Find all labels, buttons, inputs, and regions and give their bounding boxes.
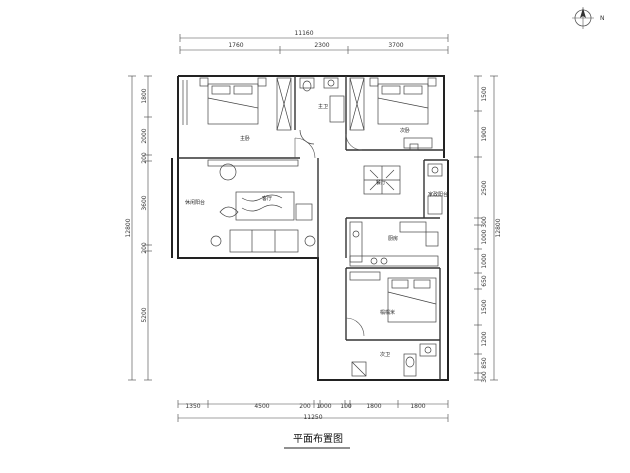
right-segment-dimension: 1000 <box>481 253 488 268</box>
dining-table <box>363 165 401 195</box>
room-label-master-bedroom: 主卧 <box>240 135 250 142</box>
bottom-segment-dimension: 200 <box>299 403 311 410</box>
bunk-room-door <box>345 317 365 337</box>
interior-walls <box>178 76 448 380</box>
living-sofa <box>210 229 316 253</box>
top-segment-dimension: 3700 <box>388 42 403 49</box>
utility-balcony-fixtures <box>427 163 443 215</box>
right-segment-dimension: 1200 <box>481 331 488 346</box>
room-label-second-bedroom: 次卧 <box>400 127 410 134</box>
top-segment-dimension: 1760 <box>228 42 243 49</box>
master-bath-fixtures <box>299 77 345 145</box>
guest-bath-fixtures <box>351 343 437 377</box>
left-segment-dimension: 2000 <box>141 128 148 143</box>
bottom-segment-dimension: 1800 <box>366 403 381 410</box>
bottom-dimension-lines <box>177 400 449 422</box>
room-label-utility-balcony: 家政阳台 <box>428 191 448 198</box>
room-label-kitchen: 厨房 <box>388 235 398 242</box>
bottom-segment-dimension: 1000 <box>316 403 331 410</box>
left-dimension-lines <box>128 75 152 381</box>
room-label-bunk-room: 榻榻米 <box>380 309 395 316</box>
second-bed <box>369 77 437 125</box>
left-segment-dimension: 5200 <box>141 307 148 322</box>
right-segment-dimension: 1500 <box>481 299 488 314</box>
room-label-guest-bath: 次卫 <box>380 351 390 358</box>
master-bed <box>199 77 267 125</box>
north-arrow-icon <box>572 7 594 29</box>
second-bedroom-door <box>345 133 363 151</box>
right-segment-dimension: 1900 <box>481 126 488 141</box>
right-segment-dimension: 1000 <box>481 229 488 244</box>
left-segment-dimension: 1800 <box>141 88 148 103</box>
master-bedroom-door <box>294 137 316 159</box>
left-total-dimension: 12800 <box>125 218 132 237</box>
lounge-chair <box>219 203 313 221</box>
bottom-segment-dimension: 1800 <box>410 403 425 410</box>
right-segment-dimension: 300 <box>481 371 488 383</box>
room-label-master-bath: 主卫 <box>318 103 328 110</box>
compass-mark: N <box>600 15 605 22</box>
second-desk <box>403 137 433 151</box>
tatami-bed <box>349 271 437 323</box>
second-wardrobe <box>349 77 365 131</box>
bottom-segment-dimension: 1350 <box>185 403 200 410</box>
room-label-dining: 餐厅 <box>376 179 386 186</box>
room-label-living-room: 客厅 <box>262 195 272 202</box>
right-dimension-lines <box>474 75 498 381</box>
tv-cabinet <box>207 159 299 181</box>
exterior-walls <box>171 75 449 381</box>
right-segment-dimension: 650 <box>481 275 488 287</box>
bottom-segment-dimension: 4500 <box>254 403 269 410</box>
right-segment-dimension: 850 <box>481 357 488 369</box>
top-total-dimension: 11160 <box>294 30 313 37</box>
kitchen-counters <box>349 221 439 267</box>
left-segment-dimension: 200 <box>141 152 148 164</box>
right-segment-dimension: 1500 <box>481 86 488 101</box>
bottom-total-dimension: 11250 <box>303 414 322 421</box>
right-segment-dimension: 2500 <box>481 180 488 195</box>
top-dimension-lines <box>179 34 449 54</box>
left-segment-dimension: 3600 <box>141 195 148 210</box>
top-segment-dimension: 2300 <box>314 42 329 49</box>
room-label-leisure-balcony: 休闲阳台 <box>185 199 205 206</box>
bottom-segment-dimension: 100 <box>340 403 352 410</box>
master-bay-window <box>182 80 188 125</box>
drawing-title: 平面布置图 <box>293 433 343 445</box>
right-segment-dimension: 300 <box>481 216 488 228</box>
master-wardrobe <box>276 77 292 131</box>
right-total-dimension: 12800 <box>495 218 502 237</box>
left-segment-dimension: 200 <box>141 242 148 254</box>
coffee-table <box>235 191 295 221</box>
